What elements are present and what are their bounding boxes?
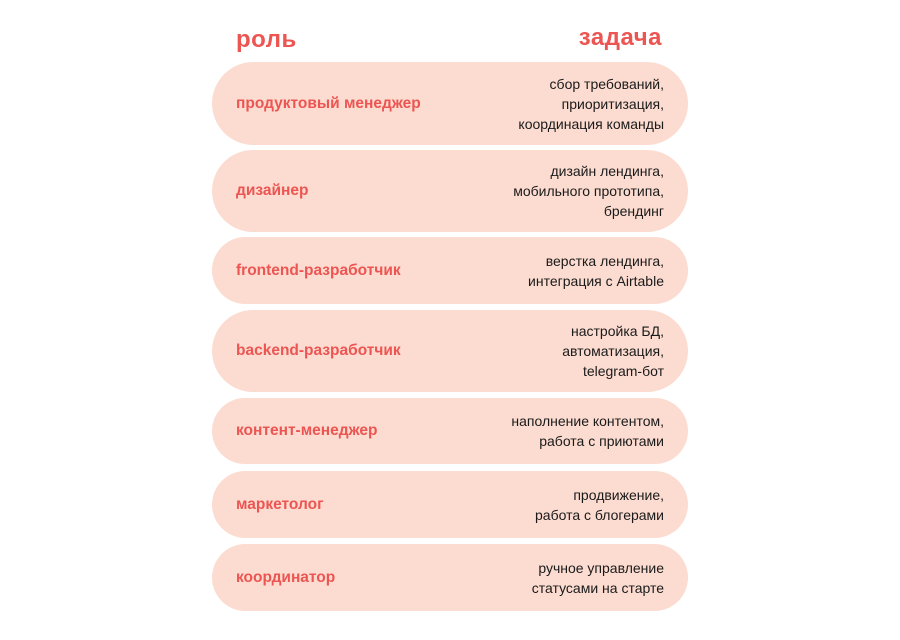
header-role: роль (236, 26, 297, 53)
header-task: задача (578, 24, 662, 51)
task-description: ручное управление статусами на старте (532, 558, 664, 598)
role-row-marketer: маркетолог продвижение, работа с блогера… (212, 471, 688, 538)
task-line: автоматизация, (562, 343, 664, 359)
task-description: наполнение контентом, работа с приютами (511, 411, 664, 451)
task-line: наполнение контентом, (511, 413, 664, 429)
task-line: работа с блогерами (535, 506, 664, 523)
role-label: backend-разработчик (236, 342, 401, 359)
task-description: продвижение, работа с блогерами (535, 485, 664, 525)
role-label: контент-менеджер (236, 422, 378, 439)
task-line: настройка БД, (571, 323, 664, 339)
task-description: настройка БД, автоматизация, telegram-бо… (562, 321, 664, 381)
task-line: продвижение, (573, 486, 664, 503)
task-line: приоритизация, (561, 95, 664, 112)
task-line: сбор требований, (549, 75, 664, 92)
role-label: координатор (236, 568, 336, 586)
task-line: ручное управление (538, 559, 664, 576)
role-label: продуктовый менеджер (236, 94, 421, 112)
task-line: координация команды (518, 115, 664, 132)
task-line: работа с приютами (539, 433, 664, 449)
role-row-backend: backend-разработчик настройка БД, автома… (212, 310, 688, 392)
task-description: дизайн лендинга, мобильного прототипа, б… (513, 161, 664, 221)
task-line: интеграция с Airtable (528, 272, 664, 289)
role-row-product-manager: продуктовый менеджер сбор требований, пр… (212, 62, 688, 145)
role-label: маркетолог (236, 495, 324, 513)
role-row-designer: дизайнер дизайн лендинга, мобильного про… (212, 150, 688, 232)
role-row-coordinator: координатор ручное управление статусами … (212, 544, 688, 611)
task-line: статусами на старте (531, 579, 664, 596)
task-line: telegram-бот (582, 363, 664, 379)
role-label: frontend-разработчик (236, 261, 401, 279)
task-line: верстка лендинга, (545, 252, 664, 269)
role-row-frontend: frontend-разработчик верстка лендинга, и… (212, 237, 688, 304)
role-row-content-manager: контент-менеджер наполнение контентом, р… (212, 398, 688, 464)
task-line: брендинг (603, 203, 664, 219)
task-line: мобильного прототипа, (513, 183, 664, 199)
task-description: верстка лендинга, интеграция с Airtable (528, 251, 664, 291)
role-label: дизайнер (236, 182, 309, 199)
task-description: сбор требований, приоритизация, координа… (518, 74, 664, 134)
task-line: дизайн лендинга, (550, 163, 664, 179)
